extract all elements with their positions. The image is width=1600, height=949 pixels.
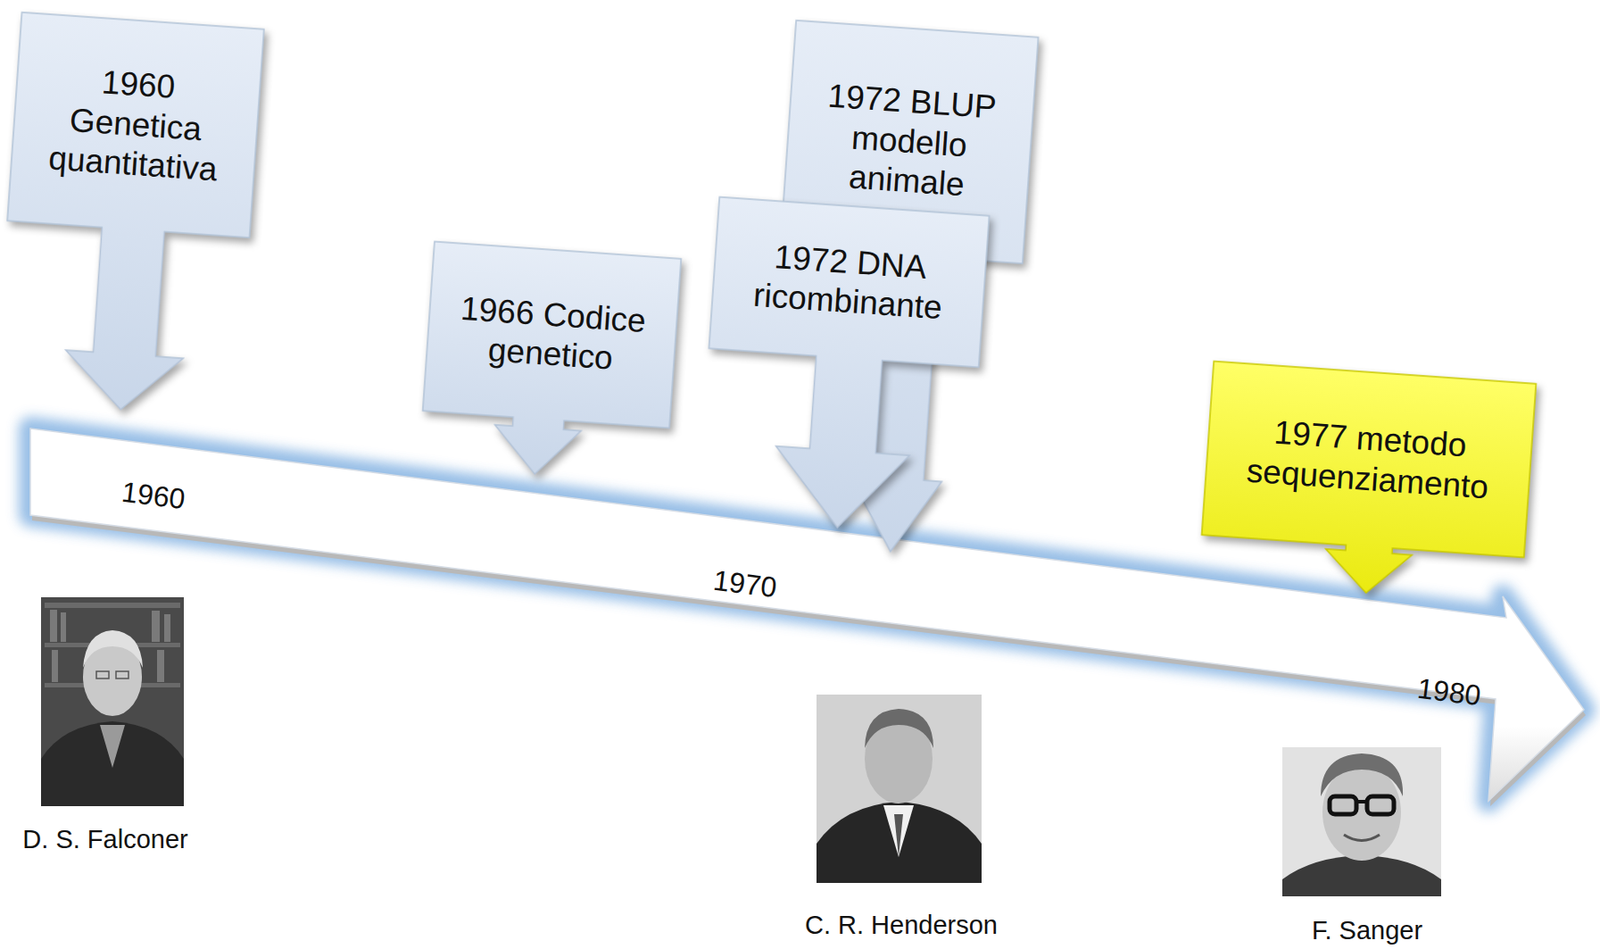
callout-box: 1960 Genetica quantitativa	[7, 12, 265, 238]
callout-text: 1966 Codice genetico	[439, 287, 664, 382]
falconer-photo	[41, 596, 184, 806]
person-name: D. S. Falconer	[2, 823, 208, 855]
year-label: 1980	[1393, 668, 1505, 716]
callout-box: 1966 Codice genetico	[422, 241, 682, 429]
person-name: F. Sanger	[1277, 914, 1457, 946]
henderson-photo	[816, 694, 982, 883]
callout-box: 1972 DNA ricombinante	[708, 197, 989, 368]
year-label: 1970	[689, 560, 801, 608]
callout-text: 1972 DNA ricombinante	[726, 233, 973, 330]
year-label: 1960	[98, 472, 209, 520]
callout-outline	[696, 197, 989, 537]
sanger-photo	[1282, 746, 1442, 896]
callout-text: 1972 BLUP modello animale	[807, 75, 1012, 208]
callout-outline	[0, 12, 265, 418]
callout-box: 1977 metodo sequenziamento	[1202, 361, 1537, 558]
person-name: C. R. Henderson	[785, 909, 1018, 941]
callout-outline	[418, 241, 681, 484]
callout-text: 1960 Genetica quantitativa	[35, 58, 236, 191]
callout-outline	[1198, 361, 1536, 605]
